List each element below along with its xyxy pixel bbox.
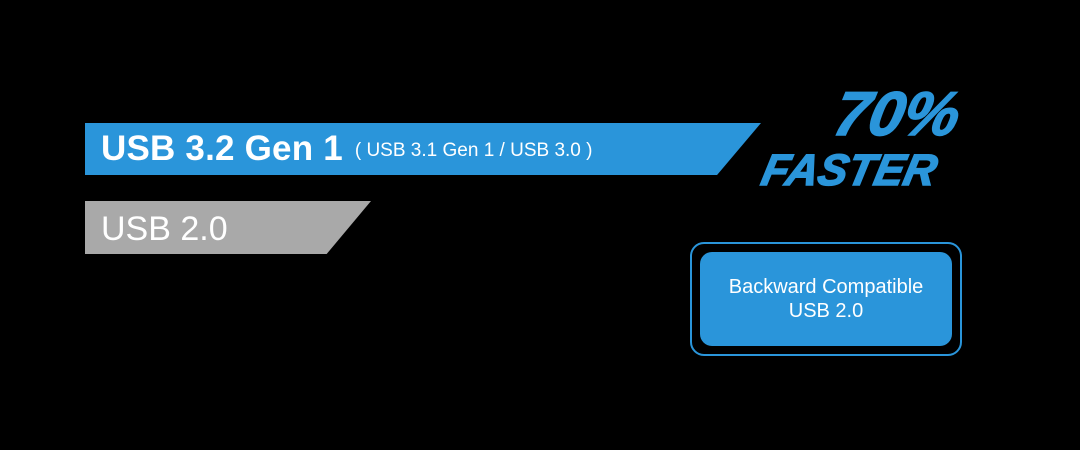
compat-badge: Backward Compatible USB 2.0 bbox=[690, 242, 962, 356]
usb32-title: USB 3.2 Gen 1 bbox=[101, 129, 343, 168]
speed-word: FASTER bbox=[757, 146, 941, 194]
compat-line2: USB 2.0 bbox=[788, 300, 864, 322]
usb20-title: USB 2.0 bbox=[101, 210, 228, 248]
speed-badge: 70% FASTER bbox=[757, 79, 968, 196]
usb20-speed-bar: USB 2.0 bbox=[85, 201, 371, 254]
usb32-subtitle: ( USB 3.1 Gen 1 / USB 3.0 ) bbox=[354, 139, 593, 161]
speed-percent: 70% bbox=[828, 80, 967, 149]
usb32-speed-bar: USB 3.2 Gen 1 ( USB 3.1 Gen 1 / USB 3.0 … bbox=[85, 123, 761, 175]
compat-badge-fill: Backward Compatible USB 2.0 bbox=[700, 252, 952, 346]
compat-line1: Backward Compatible bbox=[728, 276, 924, 298]
